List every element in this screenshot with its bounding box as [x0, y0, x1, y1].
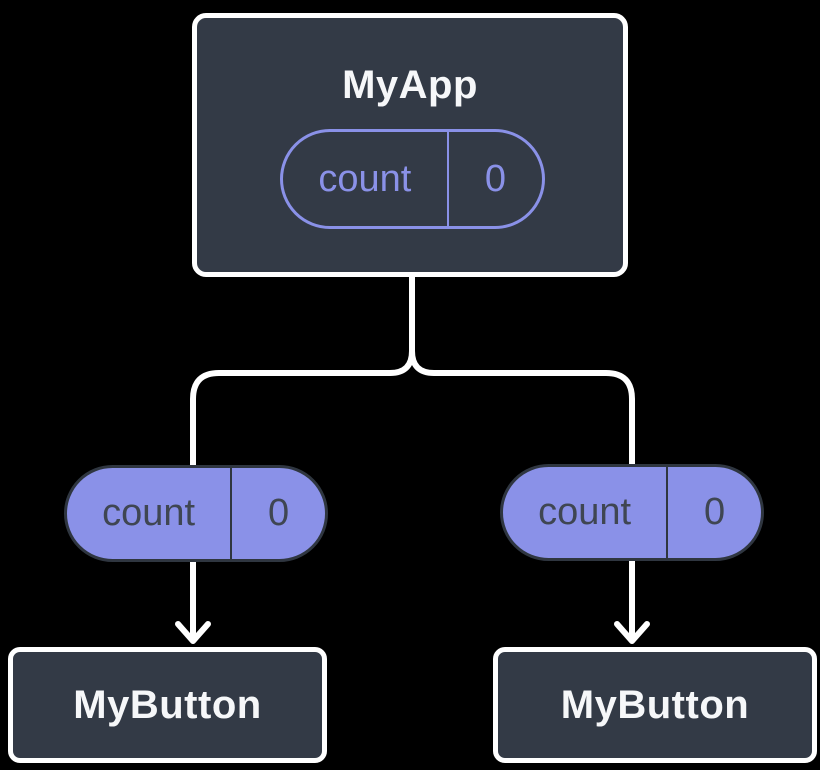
state-pill-myapp-name: count [283, 132, 449, 226]
connector-root-to-left [190, 274, 415, 473]
node-mybutton-left: MyButton [8, 647, 327, 763]
prop-pill-right-value: 0 [703, 491, 726, 533]
connector-root-to-right [409, 274, 635, 473]
prop-pill-left-name: count [67, 468, 233, 559]
arrow-left-head-icon [175, 621, 211, 644]
node-myapp-label: MyApp [342, 62, 478, 107]
state-pill-myapp: count 0 [280, 129, 545, 229]
state-pill-myapp-value: 0 [484, 157, 506, 200]
prop-pill-right: count 0 [500, 464, 764, 561]
prop-pill-left: count 0 [64, 465, 328, 562]
prop-pill-right-name: count [503, 467, 669, 558]
prop-pill-left-value: 0 [267, 492, 290, 534]
arrow-right-head-icon [614, 621, 650, 644]
node-mybutton-right: MyButton [493, 647, 817, 763]
node-myapp: MyApp count 0 [192, 13, 628, 277]
